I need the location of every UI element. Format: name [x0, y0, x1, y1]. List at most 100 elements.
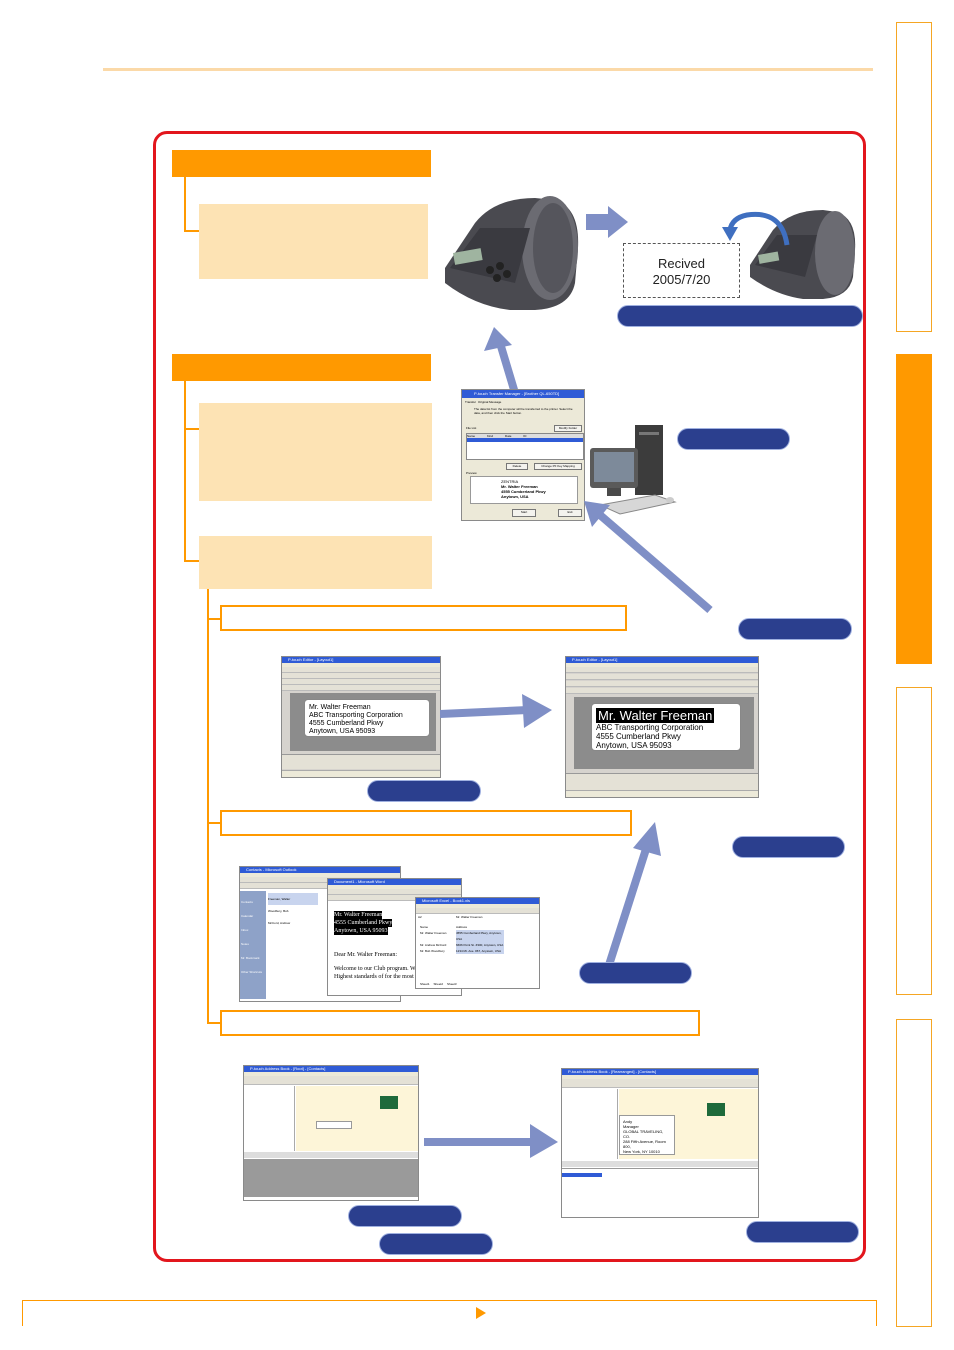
modify-folder-button[interactable]: Modify Folder: [554, 425, 582, 432]
connector: [184, 177, 186, 232]
outlook-title: Contacts - Microsoft Outlook: [246, 867, 297, 872]
word-document[interactable]: Mr. Walter Freeman 4555 Cumberland Pkwy …: [334, 905, 454, 981]
search-field[interactable]: [316, 1121, 352, 1129]
contact-item[interactable]: Freeman, Walter: [268, 893, 318, 905]
side-tab-2-active[interactable]: [896, 354, 932, 664]
printer-icon: [750, 210, 856, 299]
ptouch-editor-screenshot: P-touch Editor - [Layout1] Mr. Walter Fr…: [565, 656, 759, 798]
preview-label: Preview: [466, 471, 477, 475]
card-line: Andy: [623, 1119, 633, 1124]
caption-pill: [579, 962, 692, 984]
col-kind: Kind: [487, 434, 494, 438]
card-line: New York, NY 10010: [623, 1149, 660, 1154]
side-tab-1[interactable]: [896, 22, 932, 332]
folder-tree[interactable]: [244, 1086, 295, 1151]
sheet-tab[interactable]: Sheet3: [447, 982, 457, 986]
exit-button[interactable]: Exit: [558, 509, 582, 517]
nav-item[interactable]: Calendar: [241, 914, 254, 918]
contact-card[interactable]: Andy Manager GLOBAL TRAVELING, CO. 288 F…: [619, 1115, 675, 1155]
address-book-screenshot: P-touch Address Book - [Root] - [Contact…: [243, 1065, 419, 1201]
right-arrow-icon: [424, 1124, 558, 1158]
sub-item-box-3: [220, 1010, 700, 1036]
body-line: Highest standards of for the most positi…: [334, 974, 435, 980]
right-arrow-icon: [440, 694, 552, 728]
nav-item[interactable]: Other Shortcuts: [241, 970, 263, 974]
editor-title: P-touch Editor - [Layout1]: [288, 657, 334, 662]
description-box-1: [199, 204, 428, 279]
cell[interactable]: Mr. Bob Woodbury: [420, 949, 445, 953]
change-pf-key-button[interactable]: Change PF Key Mapping: [534, 463, 582, 470]
curved-arrow-icon: [722, 211, 790, 246]
editor-draw-toolbar: [566, 773, 758, 790]
side-tab-4[interactable]: [896, 1019, 932, 1327]
description-box-3: [199, 536, 432, 589]
transfer-manager-dialog: P-touch Transfer Manager - [Brother QL-6…: [461, 389, 585, 521]
preview-line: 4555 Cumberland Pkwy: [501, 489, 546, 494]
next-page-triangle-icon[interactable]: [476, 1307, 486, 1319]
address-label-preview: Mr. Walter Freeman ABC Transporting Corp…: [304, 699, 430, 737]
caption-pill: [746, 1221, 859, 1243]
label-line: ABC Transporting Corporation: [596, 723, 704, 732]
address-book-screenshot: P-touch Address Book - [Rearranged] - [C…: [561, 1068, 759, 1218]
connector: [184, 560, 200, 562]
editor-title: P-touch Editor - [Layout1]: [572, 657, 618, 662]
nav-item[interactable]: Mr. Bookmark: [241, 956, 260, 960]
computer-icon: [590, 425, 677, 515]
index-tabs[interactable]: [244, 1152, 418, 1158]
nav-item[interactable]: Inbox: [241, 928, 249, 932]
sheet-tab[interactable]: Sheet2: [433, 982, 444, 986]
nav-item[interactable]: Contacts: [241, 900, 253, 904]
contact-item[interactable]: Woodbury, Bob: [268, 909, 289, 913]
sub-item-box-2: [220, 810, 632, 836]
card-view[interactable]: [296, 1086, 418, 1151]
label-line-highlighted: Mr. Walter Freeman: [596, 708, 715, 723]
contact-list[interactable]: Freeman, Walter Woodbury, Bob McCord, An…: [268, 893, 318, 929]
file-list[interactable]: Name Kind Date ID: [466, 433, 584, 460]
label-line: Mr. Walter Freeman: [309, 704, 371, 711]
caption-pill: [732, 836, 845, 858]
contact-item[interactable]: McCord, Andrew: [268, 921, 291, 925]
formula-bar[interactable]: Mr. Walter Freeman: [456, 915, 483, 919]
col-date: Date: [505, 434, 512, 438]
green-card-icon: [380, 1096, 398, 1109]
preview-line: ZENTRIA: [501, 479, 519, 484]
cell[interactable]: 6666 Point St. #300, Anytown, USA: [456, 942, 504, 948]
body-line: Dear Mr. Walter Freeman:: [334, 952, 398, 958]
excel-window: Microsoft Excel - Book1.xls A2 Mr. Walte…: [415, 897, 540, 989]
side-tab-3[interactable]: [896, 687, 932, 995]
caption-pill: [738, 618, 852, 640]
cell[interactable]: Mr. Andrew McCord: [420, 943, 447, 947]
cell[interactable]: 1234 Mt. Ave. #67, Anytown, USA: [456, 948, 504, 954]
col-id: ID: [523, 434, 527, 438]
sheet-tab[interactable]: Sheet1: [420, 982, 430, 986]
excel-title: Microsoft Excel - Book1.xls: [422, 898, 471, 903]
delete-button[interactable]: Delete: [506, 463, 528, 470]
selected-line: 4555 Cumberland Pkwy: [334, 919, 393, 927]
cell-ref[interactable]: A2: [418, 915, 422, 919]
address-book-title: P-touch Address Book - [Root] - [Contact…: [250, 1066, 326, 1071]
cell[interactable]: Mr. Walter Freeman: [420, 931, 447, 935]
connector: [184, 428, 200, 430]
description-box-2: [199, 403, 432, 501]
list-view[interactable]: [562, 1168, 758, 1215]
card-line: GLOBAL TRAVELING, CO.: [623, 1129, 664, 1139]
label-line: Anytown, USA 95093: [309, 728, 376, 735]
connector: [207, 1022, 222, 1024]
col-name: Name: [467, 434, 476, 438]
label-line: 4555 Cumberland Pkwy: [596, 732, 681, 741]
cell[interactable]: 4555 Cumberland Pkwy, Anytown, USA: [456, 930, 504, 942]
col-header: Name: [420, 925, 429, 929]
index-tabs[interactable]: [562, 1161, 758, 1167]
dialog-title: P-touch Transfer Manager - [Brother QL-6…: [474, 391, 560, 396]
folder-tree[interactable]: [562, 1089, 618, 1159]
tab-original-message[interactable]: Original Message: [478, 400, 502, 404]
label-line: 4555 Cumberland Pkwy: [309, 720, 384, 727]
nav-item[interactable]: Notes: [241, 942, 249, 946]
list-view[interactable]: [244, 1159, 418, 1197]
start-button[interactable]: Start: [512, 509, 536, 517]
tab-transfer[interactable]: Transfer: [465, 400, 477, 404]
connector: [184, 230, 200, 232]
card-view[interactable]: Andy Manager GLOBAL TRAVELING, CO. 288 F…: [619, 1089, 758, 1159]
diagonal-arrow-icon: [584, 501, 713, 614]
